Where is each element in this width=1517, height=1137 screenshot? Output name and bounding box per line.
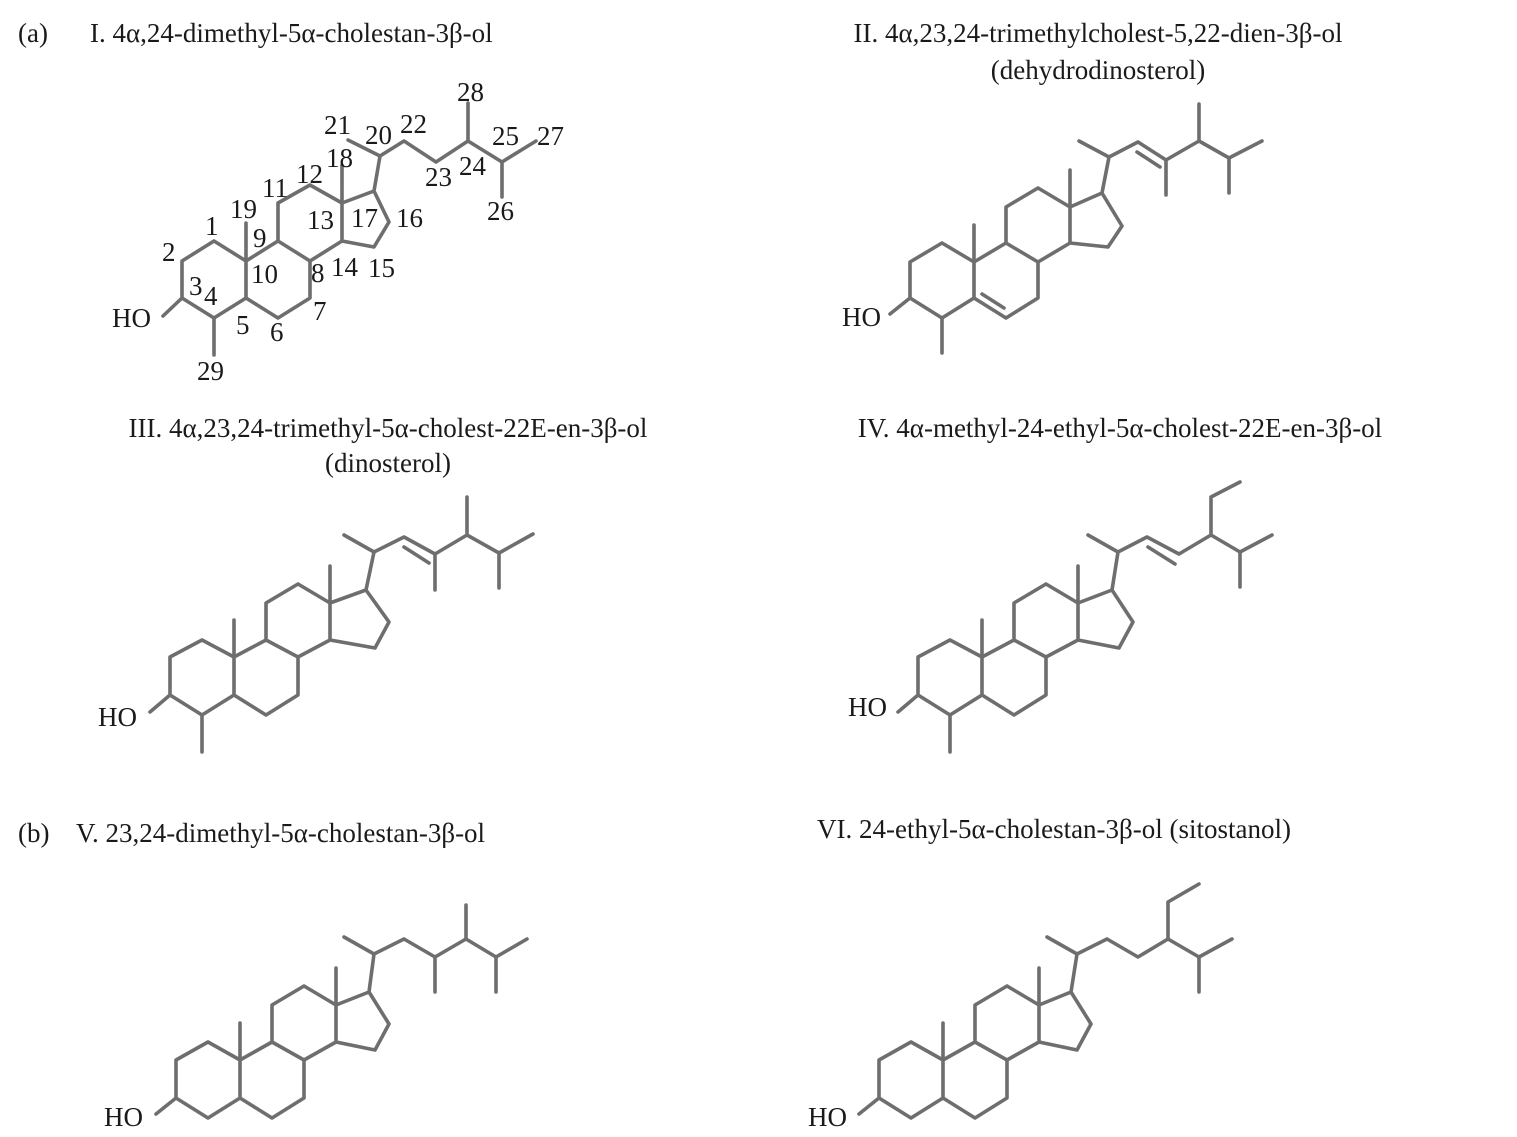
atom-number: 2: [162, 237, 176, 267]
structure-VI-hydroxyl: HO: [808, 1102, 847, 1132]
atom-number: 23: [425, 162, 452, 192]
atom-number: 3: [189, 271, 203, 301]
structure-I-bonds: [161, 101, 538, 357]
structure-III-title: III. 4α,23,24-trimethyl-5α-cholest-22E-e…: [129, 413, 648, 443]
structure-II-double-bonds: [980, 150, 1162, 310]
atom-number: 8: [311, 258, 325, 288]
structure-VI: HO: [808, 882, 1234, 1132]
structure-VI-title: VI. 24-ethyl-5α-cholestan-3β-ol (sitosta…: [817, 814, 1291, 844]
structure-II-subtitle: (dehydrodinosterol): [991, 55, 1205, 85]
structure-IV: HO: [848, 480, 1274, 754]
panel-a-label: (a): [18, 18, 48, 48]
atom-number: 26: [487, 196, 514, 226]
atom-number: 16: [396, 203, 423, 233]
atom-number: 18: [326, 143, 353, 173]
atom-number: 22: [400, 109, 427, 139]
structure-I-hydroxyl: HO: [112, 303, 151, 333]
structure-I: HO 1 2 3 4 5 6 7 8 9 10 11 12 13 14 15 1…: [112, 77, 564, 386]
atom-number: 1: [205, 211, 219, 241]
structure-III-hydroxyl: HO: [98, 702, 137, 732]
structure-IV-double-bond: [1146, 545, 1177, 566]
atom-number: 17: [351, 203, 378, 233]
structure-III: HO: [98, 495, 535, 754]
atom-number: 9: [253, 223, 267, 253]
structure-V-title: V. 23,24-dimethyl-5α-cholestan-3β-ol: [76, 818, 485, 848]
atom-number: 6: [270, 317, 284, 347]
atom-number: 10: [251, 259, 278, 289]
atom-number: 25: [492, 121, 519, 151]
panel-b-label: (b): [18, 818, 49, 848]
structure-III-subtitle: (dinosterol): [325, 448, 451, 478]
structure-IV-bonds: [896, 480, 1274, 754]
structure-V-hydroxyl: HO: [104, 1102, 143, 1132]
atom-number: 19: [230, 194, 257, 224]
atom-number: 13: [307, 205, 334, 235]
structure-V-bonds: [154, 903, 529, 1120]
structure-IV-hydroxyl: HO: [848, 692, 887, 722]
atom-number: 20: [365, 120, 392, 150]
atom-number: 4: [204, 281, 218, 311]
atom-number: 7: [313, 296, 327, 326]
atom-number: 27: [537, 121, 564, 151]
structure-II-hydroxyl: HO: [842, 302, 881, 332]
structure-VI-bonds: [857, 882, 1234, 1120]
atom-number: 14: [331, 252, 359, 282]
structure-III-bonds: [148, 495, 535, 754]
structure-IV-title: IV. 4α-methyl-24-ethyl-5α-cholest-22E-en…: [858, 413, 1382, 443]
atom-number: 24: [459, 151, 487, 181]
atom-number: 5: [236, 310, 250, 340]
structure-II-title: II. 4α,23,24-trimethylcholest-5,22-dien-…: [853, 18, 1342, 48]
atom-numbering: 1 2 3 4 5 6 7 8 9 10 11 12 13 14 15 16 1…: [162, 77, 564, 386]
atom-number: 28: [457, 77, 484, 107]
structure-II: HO: [842, 102, 1264, 355]
structure-III-double-bond: [402, 545, 431, 565]
atom-number: 21: [324, 110, 351, 140]
atom-number: 29: [197, 356, 224, 386]
structure-II-bonds: [888, 102, 1264, 355]
structure-V: HO: [104, 903, 529, 1132]
atom-number: 12: [296, 159, 323, 189]
structure-I-title: I. 4α,24-dimethyl-5α-cholestan-3β-ol: [90, 18, 493, 48]
atom-number: 15: [368, 253, 395, 283]
atom-number: 11: [262, 173, 288, 203]
